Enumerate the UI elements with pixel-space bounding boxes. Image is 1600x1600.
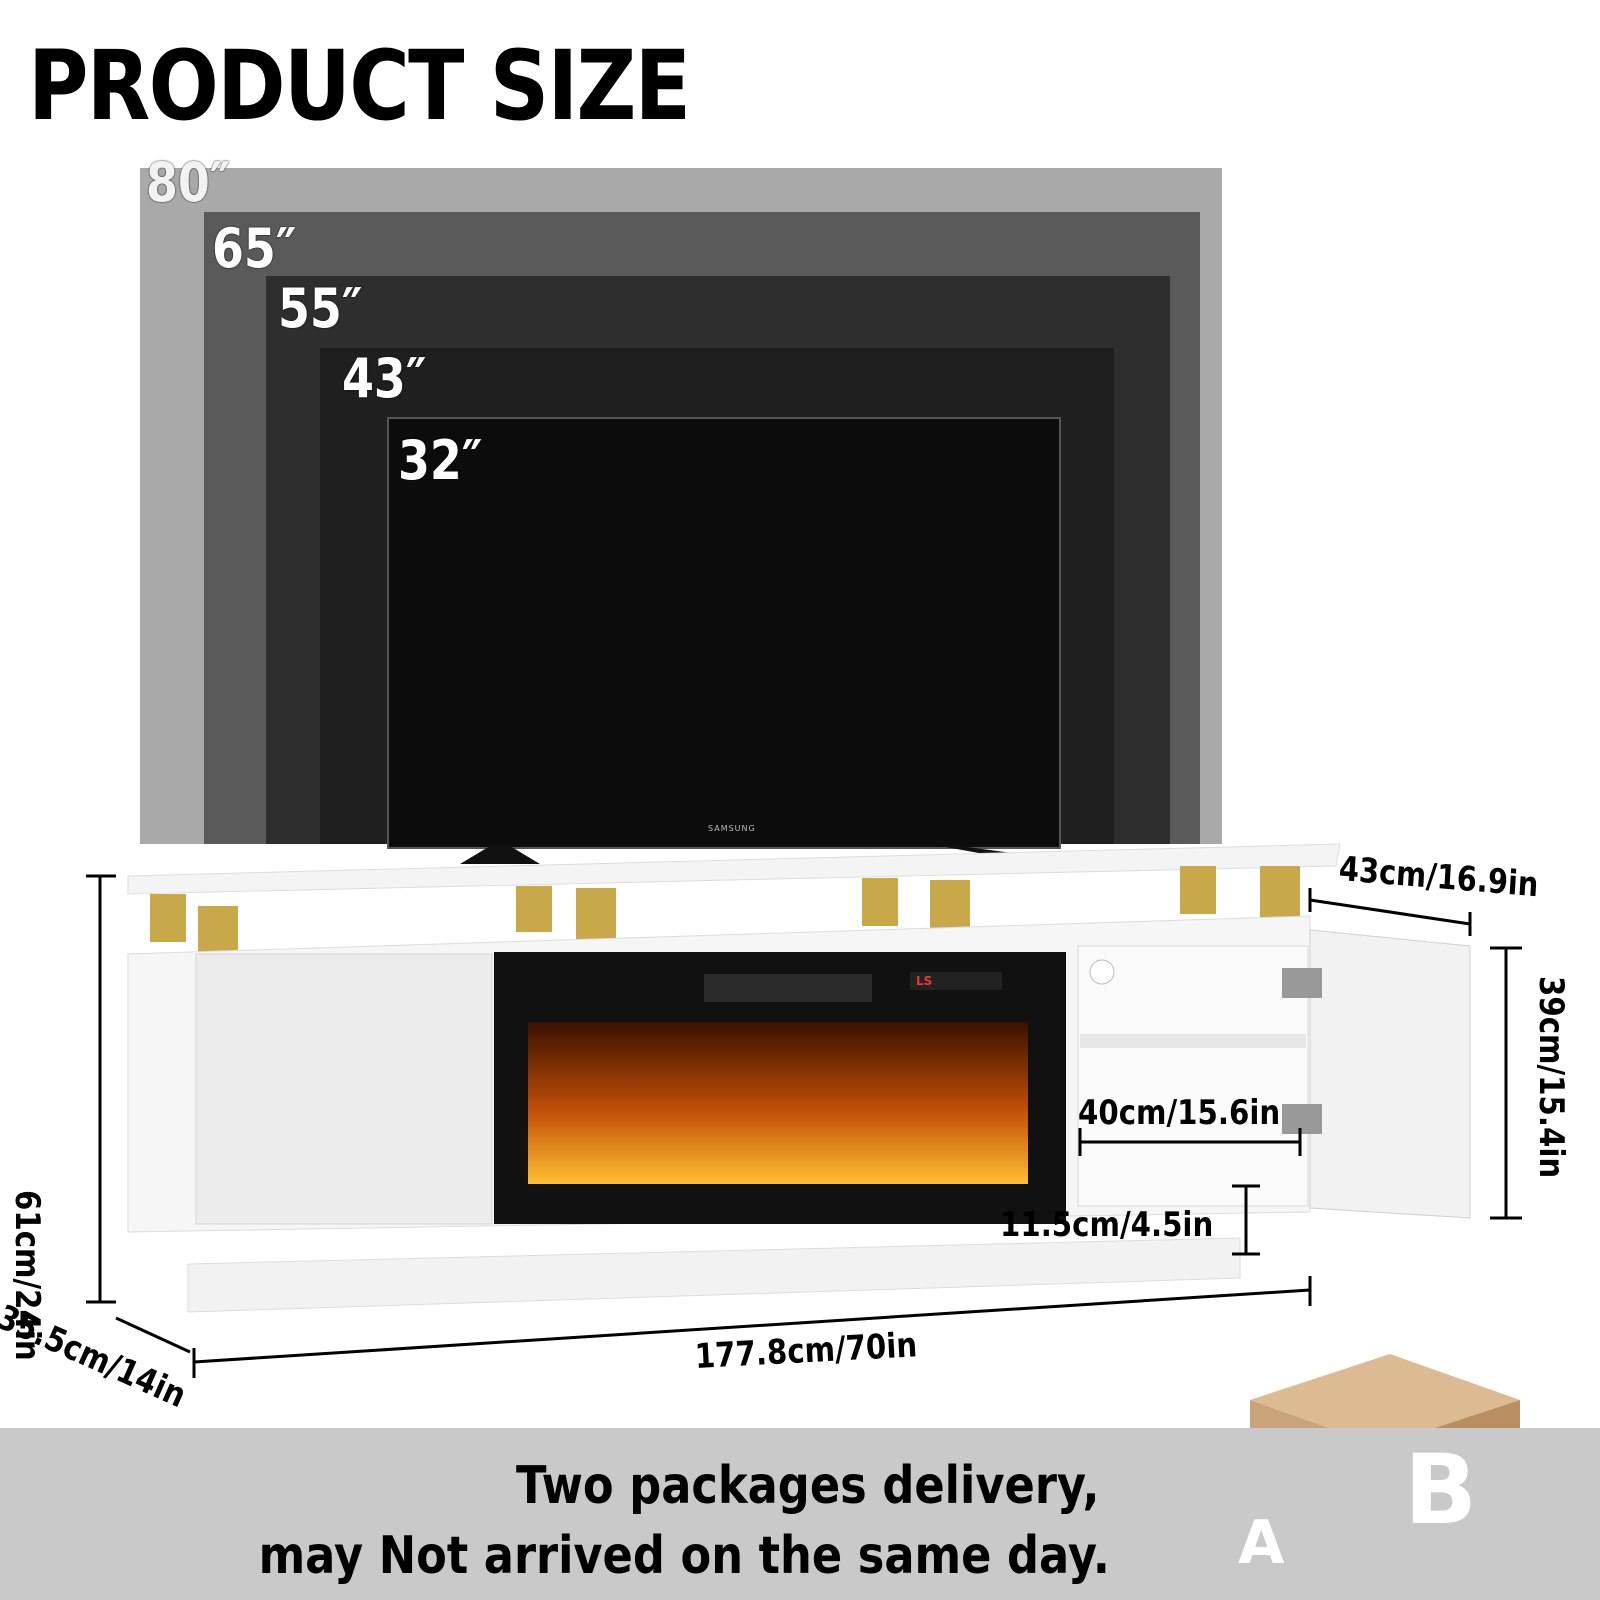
tv-32-screen xyxy=(387,417,1061,849)
hinge-top xyxy=(1282,968,1322,998)
dimension-lines xyxy=(86,874,1522,1378)
tv-size-55: 55″ xyxy=(278,277,363,340)
fireplace-display: LS xyxy=(916,974,933,988)
tv-size-43: 43″ xyxy=(342,347,427,410)
dim-cabinet-height: 39cm/15.4in xyxy=(1531,976,1571,1179)
left-door xyxy=(195,953,493,1225)
tv-size-32: 32″ xyxy=(398,429,483,492)
page-title: PRODUCT SIZE xyxy=(28,30,691,142)
package-label-b: B xyxy=(1404,1434,1478,1546)
tv-foot-left xyxy=(460,846,540,864)
package-label-a: A xyxy=(1238,1508,1285,1578)
tv-size-80: 80″ xyxy=(146,151,231,214)
notice-line-2: may Not arrived on the same day. xyxy=(258,1526,1110,1586)
notice-line-1: Two packages delivery, xyxy=(516,1456,1100,1516)
fireplace-flames xyxy=(528,1022,1028,1184)
cable-hole xyxy=(1089,959,1115,985)
right-cabinet xyxy=(1077,945,1309,1207)
fireplace-vent xyxy=(704,974,872,1002)
cabinet-shelf xyxy=(1080,1034,1306,1048)
console-base xyxy=(187,1237,1241,1313)
dim-shelf-width: 40cm/15.6in xyxy=(1078,1093,1281,1133)
fireplace-panel xyxy=(910,972,1002,990)
hinge-bottom xyxy=(1282,1104,1322,1134)
tv-size-65: 65″ xyxy=(212,217,297,280)
open-door xyxy=(1309,929,1471,1219)
console-top xyxy=(127,843,1341,895)
delivery-notice-band xyxy=(0,1428,1600,1600)
tv-brand-logo: SAMSUNG xyxy=(708,824,756,833)
dim-base-height: 11.5cm/4.5in xyxy=(1000,1205,1214,1245)
